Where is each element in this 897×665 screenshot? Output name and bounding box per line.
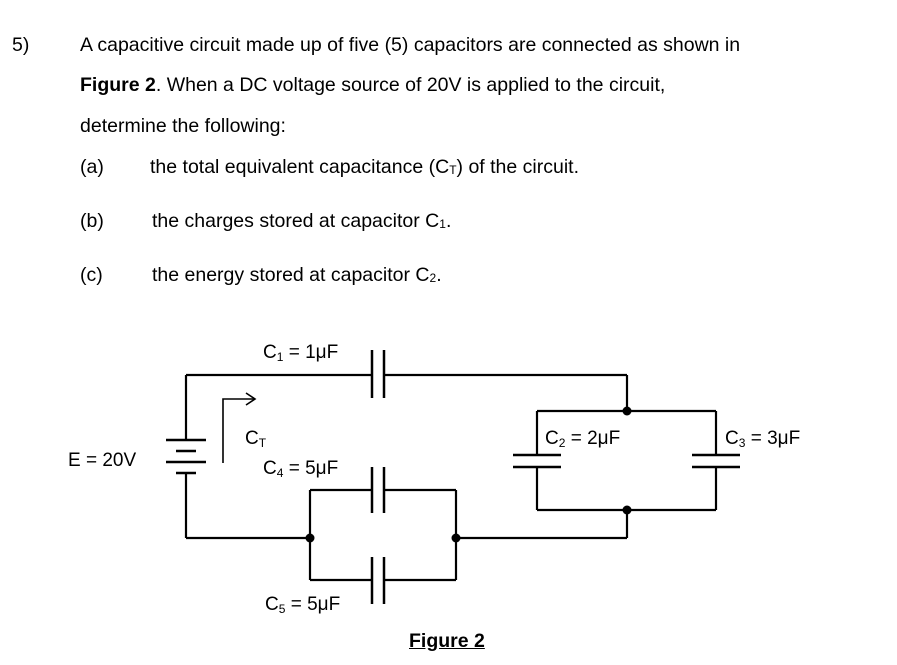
- question-number: 5): [12, 34, 30, 56]
- part-a-subscript: T: [449, 163, 457, 177]
- capacitor-c1-symbol: [370, 350, 386, 398]
- ct-label: CT: [245, 428, 267, 450]
- capacitor-c3-symbol: [692, 453, 740, 469]
- part-a-text: the total equivalent capacitance (CT) of…: [150, 156, 579, 178]
- junction-dot: [451, 533, 461, 543]
- figure-reference: Figure 2: [80, 74, 156, 96]
- question-line-1: A capacitive circuit made up of five (5)…: [80, 34, 741, 56]
- part-b-subscript: 1: [439, 217, 446, 231]
- part-b-text: the charges stored at capacitor C1.: [152, 210, 452, 232]
- source-label: E = 20V: [68, 450, 136, 471]
- junction-dots: [305, 406, 632, 543]
- junction-dot: [622, 406, 632, 416]
- figure-caption: Figure 2: [409, 630, 485, 652]
- c4-label: C4 = 5μF: [263, 458, 338, 480]
- c2-label: C2 = 2μF: [545, 428, 620, 450]
- battery-symbol: [166, 438, 206, 475]
- ct-arrow-icon: [222, 392, 257, 463]
- part-c-text-before: the energy stored at capacitor C: [152, 264, 430, 286]
- c5-label: C5 = 5μF: [265, 594, 340, 616]
- part-c-subscript: 2: [429, 271, 437, 285]
- question-line-2: Figure 2. When a DC voltage source of 20…: [80, 74, 666, 96]
- question-line-3: determine the following:: [80, 115, 286, 137]
- part-b-text-before: the charges stored at capacitor C: [152, 210, 440, 232]
- part-a-text-after: ) of the circuit.: [456, 156, 579, 178]
- part-a-text-before: the total equivalent capacitance (C: [150, 156, 450, 178]
- part-c-label: (c): [80, 264, 103, 286]
- capacitor-c4-symbol: [370, 467, 386, 513]
- question-line-2-rest: . When a DC voltage source of 20V is app…: [155, 74, 666, 96]
- capacitor-c5-symbol: [370, 557, 386, 604]
- part-b-text-after: .: [445, 210, 452, 232]
- part-a-label: (a): [80, 156, 104, 178]
- capacitor-c2-symbol: [513, 453, 561, 469]
- junction-dot: [622, 505, 632, 515]
- part-c-text: the energy stored at capacitor C2.: [152, 264, 442, 286]
- part-b-label: (b): [80, 210, 104, 232]
- c1-label: C1 = 1μF: [263, 342, 338, 364]
- part-c-text-after: .: [436, 264, 442, 286]
- junction-dot: [305, 533, 315, 543]
- c3-label: C3 = 3μF: [725, 428, 800, 450]
